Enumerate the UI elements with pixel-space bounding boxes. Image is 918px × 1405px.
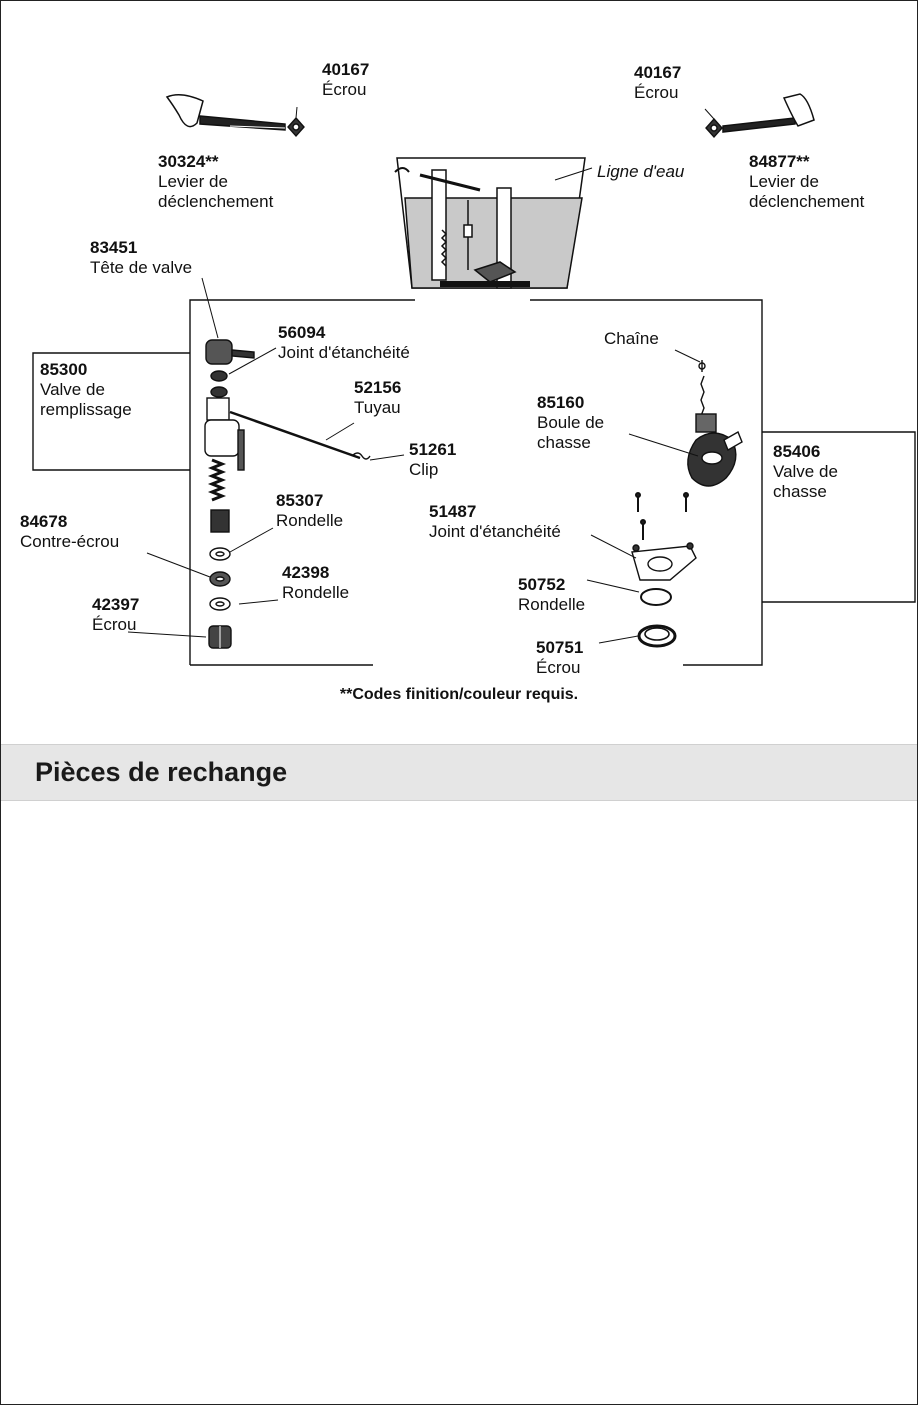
part-name: Tête de valve — [90, 258, 193, 277]
label-washer-42398: 42398 Rondelle — [282, 563, 349, 603]
flush-valve-callout-box — [762, 431, 916, 603]
leader-lines — [127, 106, 715, 644]
part-name: Écrou — [536, 658, 581, 677]
part-number: 30324** — [158, 152, 219, 171]
label-lever-left: 30324** Levier de déclenchement — [158, 152, 273, 212]
label-seal-56094: 56094 Joint d'étanchéité — [278, 323, 410, 363]
left-nut-illustration — [287, 116, 305, 138]
label-flapper: 85160 Boule de chasse — [537, 393, 604, 453]
part-name: Boule de chasse — [537, 413, 605, 452]
diagram-box — [189, 299, 763, 666]
left-trip-lever-illustration — [165, 94, 286, 131]
chain-illustration — [698, 360, 706, 417]
washer-50752-illustration — [640, 588, 672, 606]
label-washer-85307: 85307 Rondelle — [276, 491, 343, 531]
gasket-51487-illustration — [631, 542, 697, 581]
water-line-text: Ligne d'eau — [597, 162, 685, 181]
clip-illustration — [351, 452, 371, 460]
label-lever-right: 84877** Levier de déclenchement — [749, 152, 864, 212]
part-name: Joint d'étanchéité — [429, 522, 561, 541]
section-header-bar: Pièces de rechange — [1, 744, 917, 801]
part-name: Chaîne — [604, 329, 659, 348]
part-number: 85406 — [773, 442, 821, 461]
part-name: Levier de déclenchement — [158, 172, 274, 211]
part-number: 85300 — [40, 360, 88, 379]
fill-valve-illustration — [204, 339, 361, 649]
label-nut-left: 40167 Écrou — [322, 60, 369, 100]
right-nut-illustration — [705, 117, 723, 139]
finish-code-footnote: **Codes finition/couleur requis. — [339, 686, 579, 703]
part-name: Valve de remplissage — [40, 380, 132, 419]
screws-illustration — [635, 492, 689, 540]
part-number: 40167 — [634, 63, 682, 82]
part-number: 83451 — [90, 238, 138, 257]
fill-valve-callout-box — [32, 352, 190, 471]
label-locknut: 84678 Contre-écrou — [20, 512, 119, 552]
part-name: Rondelle — [276, 511, 344, 530]
part-name: Écrou — [634, 83, 679, 102]
part-number: 51487 — [429, 502, 477, 521]
part-number: 51261 — [409, 440, 457, 459]
part-number: 50752 — [518, 575, 566, 594]
label-chain: Chaîne — [604, 329, 659, 349]
part-name: Joint d'étanchéité — [278, 343, 410, 362]
label-nut-right: 40167 Écrou — [634, 63, 681, 103]
label-flush-valve: 85406 Valve de chasse — [773, 442, 838, 502]
label-nut-50751: 50751 Écrou — [536, 638, 583, 678]
tank-illustration — [394, 157, 593, 289]
part-name: Écrou — [322, 80, 367, 99]
label-water-line: Ligne d'eau — [597, 162, 684, 182]
right-trip-lever-illustration — [722, 93, 815, 133]
label-clip: 51261 Clip — [409, 440, 456, 480]
part-name: Contre-écrou — [20, 532, 120, 551]
label-valve-head: 83451 Tête de valve — [90, 238, 192, 278]
label-fill-valve: 85300 Valve de remplissage — [40, 360, 132, 420]
label-nut-42397: 42397 Écrou — [92, 595, 139, 635]
flapper-illustration — [687, 413, 743, 487]
parts-diagram-drawing — [32, 93, 916, 666]
part-number: 52156 — [354, 378, 402, 397]
label-seal-51487: 51487 Joint d'étanchéité — [429, 502, 561, 542]
part-number: 42397 — [92, 595, 140, 614]
part-number: 50751 — [536, 638, 584, 657]
label-washer-50752: 50752 Rondelle — [518, 575, 585, 615]
label-tube: 52156 Tuyau — [354, 378, 401, 418]
part-number: 85307 — [276, 491, 324, 510]
part-number: 42398 — [282, 563, 330, 582]
part-name: Tuyau — [354, 398, 401, 417]
part-name: Rondelle — [282, 583, 350, 602]
part-name: Levier de déclenchement — [749, 172, 865, 211]
section-title: Pièces de rechange — [35, 757, 288, 787]
part-number: 84678 — [20, 512, 68, 531]
part-number: 84877** — [749, 152, 810, 171]
part-number: 85160 — [537, 393, 585, 412]
part-name: Valve de chasse — [773, 462, 838, 501]
nut-50751-illustration — [637, 624, 677, 648]
part-number: 56094 — [278, 323, 326, 342]
part-name: Rondelle — [518, 595, 586, 614]
part-number: 40167 — [322, 60, 370, 79]
part-name: Clip — [409, 460, 439, 479]
part-name: Écrou — [92, 615, 137, 634]
